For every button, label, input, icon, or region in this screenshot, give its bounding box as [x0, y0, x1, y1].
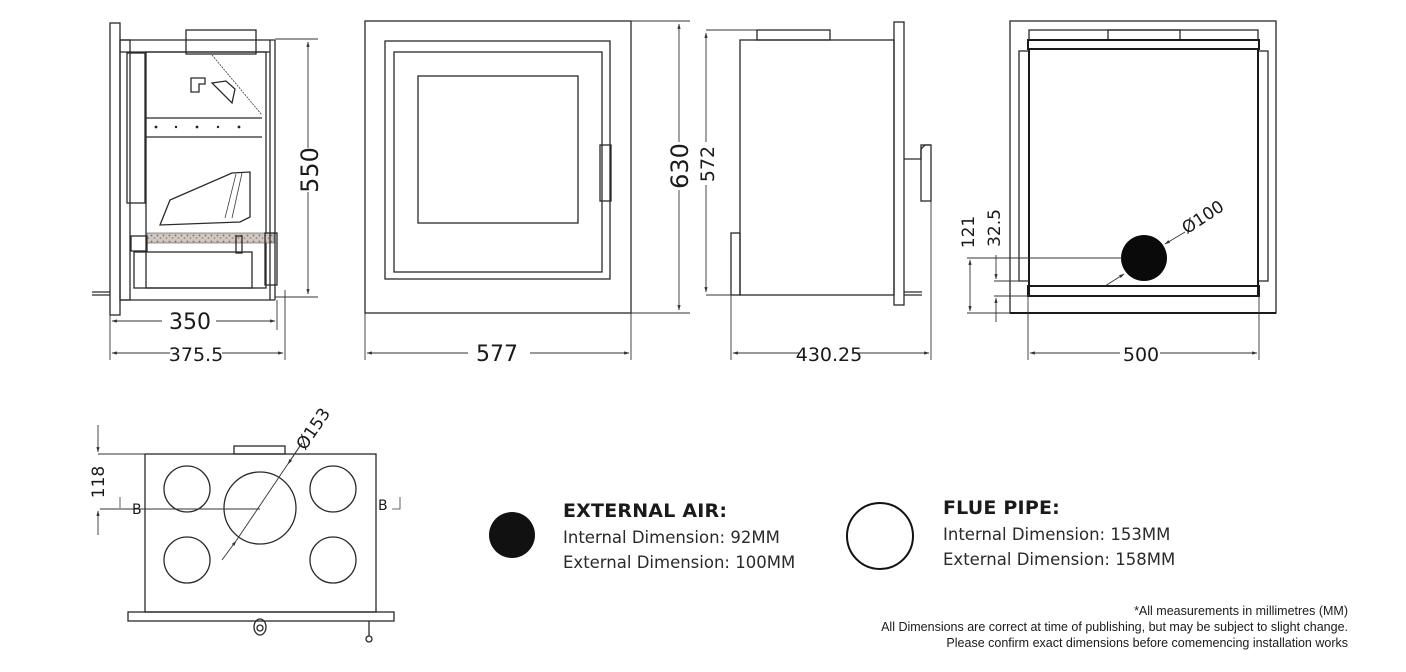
flue-pipe-swatch-icon: [846, 502, 914, 570]
top-view: Ø153 B B 118: [89, 405, 401, 643]
flue-outlet: [223, 471, 297, 545]
external-air-inlet: [1121, 235, 1167, 281]
external-air-swatch-icon: [489, 512, 535, 558]
dim-diameter-100-label: Ø100: [1179, 197, 1228, 239]
legend-external-air-external: External Dimension: 100MM: [563, 553, 796, 572]
side-view: 572 430.25: [697, 21, 932, 366]
note-line-2: All Dimensions are correct at time of pu…: [881, 620, 1348, 634]
dim-430-25-label: 430.25: [796, 344, 862, 366]
dim-diameter-153-label: Ø153: [293, 405, 335, 454]
section-marker-left: B: [132, 502, 142, 518]
dim-500-label: 500: [1123, 344, 1159, 366]
dim-630-label: 630: [666, 143, 694, 189]
legend-external-air-title: EXTERNAL AIR:: [563, 500, 728, 522]
legend-external-air: EXTERNAL AIR: Internal Dimension: 92MM E…: [563, 500, 795, 572]
dim-350-label: 350: [169, 310, 211, 335]
rear-view: Ø100 121 32.5 500: [959, 20, 1277, 366]
note-line-3: Please confirm exact dimensions before c…: [946, 636, 1348, 650]
legend-flue-pipe-external: External Dimension: 158MM: [943, 550, 1176, 569]
legend-flue-pipe: FLUE PIPE: Internal Dimension: 153MM Ext…: [943, 497, 1175, 569]
front-view: 630 577: [364, 20, 694, 367]
dim-577-label: 577: [476, 342, 518, 367]
legend-flue-pipe-internal: Internal Dimension: 153MM: [943, 525, 1171, 544]
section-marker-right: B: [378, 498, 388, 514]
disclaimer-note: *All measurements in millimetres (MM) Al…: [881, 603, 1348, 651]
legend-flue-pipe-title: FLUE PIPE:: [943, 497, 1060, 519]
dim-32-5-label: 32.5: [985, 209, 1005, 247]
dim-121-label: 121: [959, 216, 979, 248]
dim-118-label: 118: [89, 466, 109, 498]
dim-375-5-label: 375.5: [169, 344, 223, 366]
dim-572-label: 572: [697, 146, 719, 182]
dim-550-label: 550: [296, 147, 324, 193]
note-line-1: *All measurements in millimetres (MM): [1134, 604, 1348, 618]
side-section-view: 550 350 375.5: [92, 22, 324, 366]
legend-external-air-internal: Internal Dimension: 92MM: [563, 528, 780, 547]
